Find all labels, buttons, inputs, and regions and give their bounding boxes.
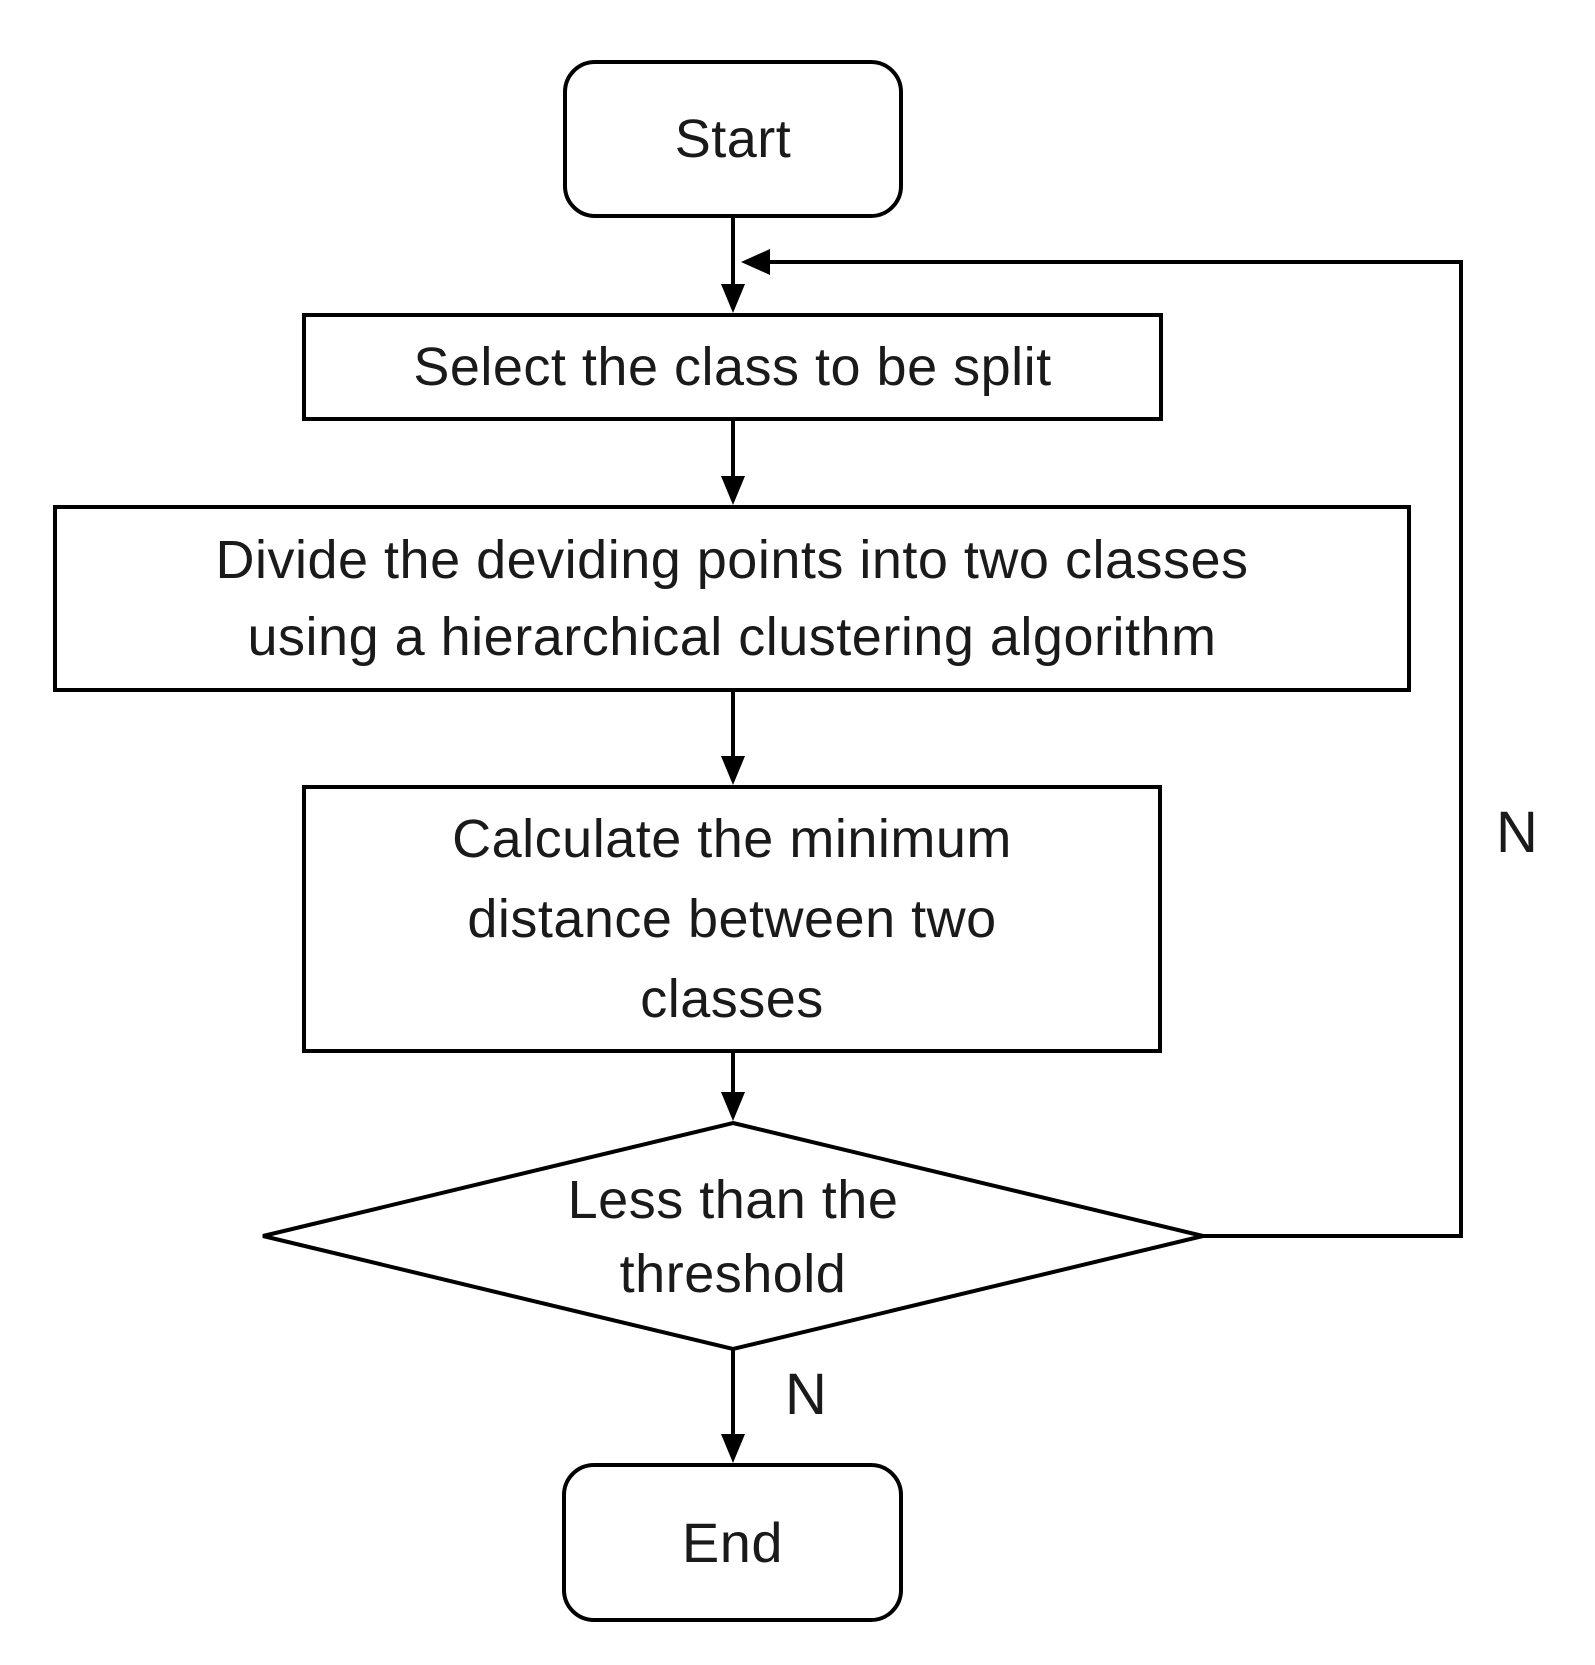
end-text: End	[681, 1510, 784, 1574]
divide-node-label: Divide the deviding points into two clas…	[55, 507, 1409, 690]
arrowhead-into-select	[721, 284, 745, 313]
edge-label-n-end-text: N	[785, 1361, 827, 1427]
divide-node-shape	[53, 505, 1411, 692]
edge-label-n-end: N	[776, 1361, 836, 1427]
divide-text-line1: Divide the deviding points into two clas…	[215, 529, 1249, 590]
arrowhead-into-calculate	[721, 756, 745, 785]
calculate-node-shape	[302, 785, 1162, 1053]
end-node-label: End	[564, 1465, 901, 1620]
decision-text-line2: threshold	[619, 1244, 847, 1304]
divide-text-line2: using a hierarchical clustering algorith…	[247, 606, 1217, 667]
arrowhead-loop-junction	[741, 249, 770, 275]
select-text: Select the class to be split	[413, 337, 1052, 397]
decision-node-label: Less than the threshold	[433, 1156, 1033, 1318]
calculate-text-line2: distance between two	[467, 889, 997, 949]
edge-label-n-loop: N	[1487, 799, 1547, 865]
arrowhead-into-end	[721, 1434, 745, 1463]
select-node-shape	[302, 313, 1163, 421]
calculate-text-line3: classes	[640, 969, 824, 1029]
decision-text-line1: Less than the	[567, 1170, 899, 1230]
arrowhead-into-divide	[721, 476, 745, 505]
start-text: Start	[674, 109, 792, 169]
end-node-shape	[562, 1463, 903, 1622]
connector-loop-back	[758, 260, 1463, 1238]
edge-label-n-loop-text: N	[1496, 799, 1538, 865]
arrowhead-into-decision	[721, 1092, 745, 1121]
start-node-label: Start	[565, 62, 901, 216]
start-node-shape	[563, 60, 903, 218]
calculate-text-line1: Calculate the minimum	[452, 809, 1012, 869]
calculate-node-label: Calculate the minimum distance between t…	[304, 787, 1160, 1051]
select-node-label: Select the class to be split	[304, 315, 1161, 419]
